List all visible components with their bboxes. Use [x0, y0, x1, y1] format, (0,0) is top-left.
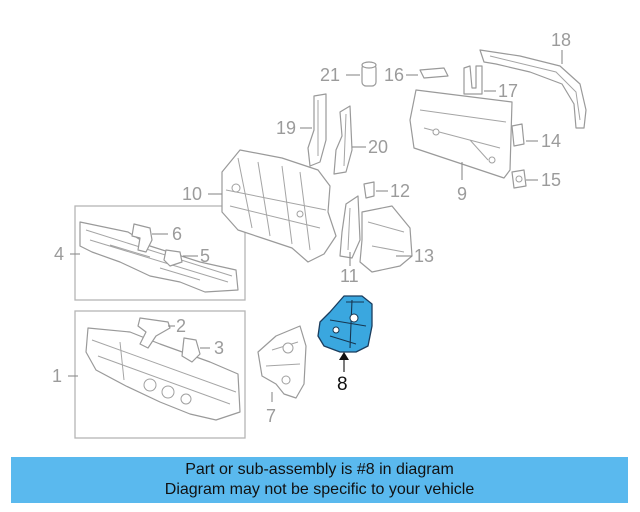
callout-11: 11 [340, 266, 359, 286]
part-3-bracket [181, 337, 201, 363]
part-2-bracket [137, 317, 171, 349]
callout-8: 8 [337, 374, 348, 395]
callout-9: 9 [457, 184, 467, 204]
callout-3: 3 [214, 338, 224, 358]
part-4-inset [70, 205, 246, 301]
parts-diagram: 1 2 3 4 5 6 7 8 9 10 11 12 13 14 15 16 1… [52, 30, 587, 439]
callout-15: 15 [541, 170, 561, 190]
part-18-roof-rail [479, 49, 587, 129]
callout-16: 16 [384, 65, 404, 85]
callout-10: 10 [182, 184, 202, 204]
part-10-seat-back-panel [221, 149, 337, 263]
part-5-clip [163, 249, 183, 267]
callout-2: 2 [176, 316, 186, 336]
callout-21: 21 [320, 65, 340, 85]
callout-14: 14 [541, 131, 561, 151]
part-16-block [419, 67, 449, 79]
part-8-highlighted [317, 295, 373, 372]
part-8-arrowhead [339, 352, 349, 360]
part-13-quarter-panel [359, 205, 413, 273]
part-12-clip [363, 181, 375, 199]
inset-box-upper [74, 205, 246, 301]
callout-18: 18 [551, 30, 571, 50]
part-4-cowl-panel [79, 221, 239, 293]
part-20-pillar [333, 105, 353, 175]
banner-line-part-number: Part or sub-assembly is #8 in diagram [185, 461, 454, 478]
callout-13: 13 [414, 246, 434, 266]
callout-4: 4 [54, 244, 64, 264]
part-14-clip [511, 123, 525, 147]
part-1-rear-panel [85, 327, 241, 421]
callout-12: 12 [390, 181, 410, 201]
part-17-bracket [463, 65, 483, 95]
callout-1: 1 [52, 366, 62, 386]
part-1-inset [68, 310, 246, 439]
part-9-back-panel [409, 89, 513, 179]
info-banner: Part or sub-assembly is #8 in diagram Di… [11, 457, 628, 503]
part-11-side-trim [339, 195, 361, 259]
callout-7: 7 [266, 406, 276, 426]
part-6-bracket [131, 223, 153, 253]
callout-5: 5 [200, 246, 210, 266]
callout-6: 6 [172, 224, 182, 244]
part-21-bumper [346, 61, 377, 87]
banner-line-disclaimer: Diagram may not be specific to your vehi… [164, 481, 475, 498]
part-8-panel [317, 295, 373, 353]
part-19-pillar [307, 93, 327, 167]
callout-20: 20 [368, 137, 388, 157]
part-7-wheelhouse [257, 325, 307, 399]
callout-17: 17 [498, 81, 518, 101]
inset-box-lower [74, 310, 246, 439]
callout-19: 19 [276, 118, 296, 138]
